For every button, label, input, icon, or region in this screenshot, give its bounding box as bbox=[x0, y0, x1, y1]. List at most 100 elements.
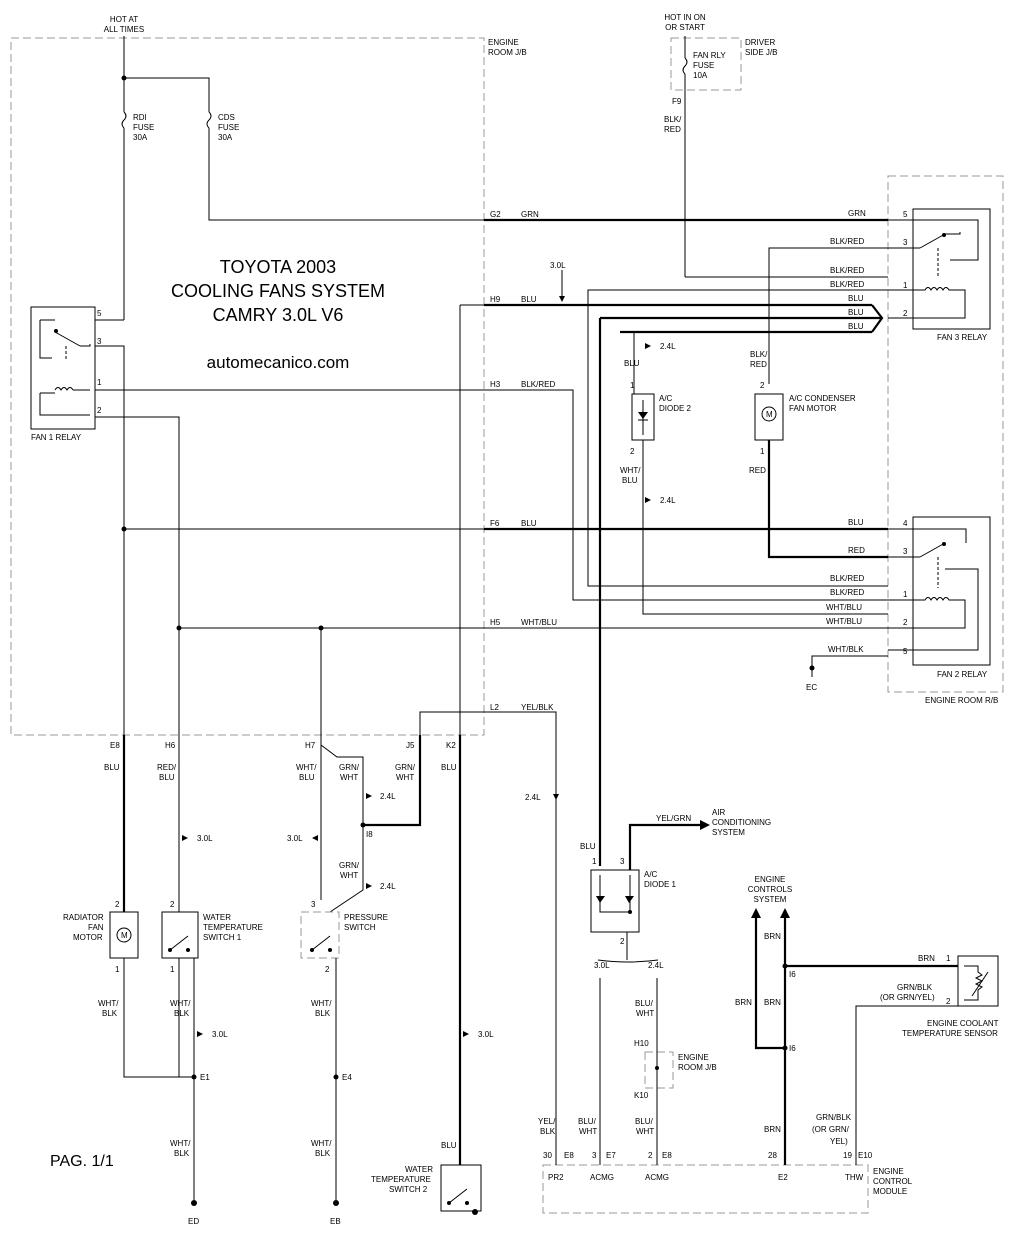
wire-blk-red-fan3-1b: BLK/RED bbox=[830, 280, 864, 289]
variant-24-p2: 2.4L bbox=[380, 882, 396, 891]
wire-wht-d2: WHT/ bbox=[620, 466, 641, 475]
ecm-box bbox=[542, 1164, 869, 1214]
wt1-label-1: WATER bbox=[203, 913, 231, 922]
ecm-conn-e8: E8 bbox=[564, 1151, 574, 1160]
wire-grn-blk-e10a: GRN/BLK bbox=[816, 1113, 852, 1122]
wire-wht-blu-h5: WHT/BLU bbox=[521, 618, 557, 627]
wire-grn-fan3: GRN bbox=[848, 209, 866, 218]
conn-e1: E1 bbox=[200, 1073, 210, 1082]
ecm-pin-28: 28 bbox=[768, 1151, 777, 1160]
conn-k10: K10 bbox=[634, 1091, 649, 1100]
conn-k2: K2 bbox=[446, 741, 456, 750]
wire-blu-f6: BLU bbox=[521, 519, 537, 528]
conn-e4: E4 bbox=[342, 1073, 352, 1082]
wt1-pin1: 1 bbox=[170, 965, 175, 974]
wire-yel-blk-l2: YEL/BLK bbox=[521, 703, 554, 712]
fan2-pin3: 3 bbox=[903, 547, 908, 556]
variant-30-wt1: 3.0L bbox=[197, 834, 213, 843]
radiator-label-3: MOTOR bbox=[73, 933, 103, 942]
ground-ed: ED bbox=[188, 1217, 199, 1226]
wire-wht-e4a: WHT/ bbox=[311, 1139, 332, 1148]
wt2-label-2: TEMPERATURE bbox=[371, 1175, 431, 1184]
fan2-relay bbox=[912, 516, 991, 666]
wire-or-grn-yel-ect: (OR GRN/YEL) bbox=[880, 993, 935, 1002]
wire-brn-3: BRN bbox=[764, 998, 781, 1007]
wire-blk-red-fan2-1b: BLK/RED bbox=[830, 588, 864, 597]
rdi-fuse-label-3: 30A bbox=[133, 133, 148, 142]
fan1-pin1: 1 bbox=[97, 378, 102, 387]
wire-blk-red-h3: BLK/RED bbox=[521, 380, 555, 389]
hot-in-on-label: HOT IN ON bbox=[664, 13, 705, 22]
d1-pin2: 2 bbox=[620, 937, 625, 946]
conn-i6a: I6 bbox=[789, 970, 796, 979]
fan2-relay-label: FAN 2 RELAY bbox=[937, 670, 988, 679]
conn-h10: H10 bbox=[634, 1039, 649, 1048]
variant-30-wt1b: 3.0L bbox=[212, 1030, 228, 1039]
wire-blu-fan3-2a: BLU bbox=[848, 294, 864, 303]
ect-label-2: TEMPERATURE SENSOR bbox=[902, 1029, 998, 1038]
d1-pin3: 3 bbox=[620, 857, 625, 866]
title-line-2: COOLING FANS SYSTEM bbox=[171, 281, 385, 301]
wire-blk-red-fan2-1a: BLK/RED bbox=[830, 574, 864, 583]
rad-pin2: 2 bbox=[115, 900, 120, 909]
conn-h7: H7 bbox=[305, 741, 316, 750]
ac-diode1-label-2: DIODE 1 bbox=[644, 880, 677, 889]
page-number: PAG. 1/1 bbox=[50, 1153, 114, 1170]
rdi-fuse-label-2: FUSE bbox=[133, 123, 154, 132]
air-cond-label-3: SYSTEM bbox=[712, 828, 745, 837]
ecm-pin-2: 2 bbox=[648, 1151, 653, 1160]
wire-blu-fan2-4: BLU bbox=[848, 518, 864, 527]
wire-blu-h9: BLU bbox=[521, 295, 537, 304]
cds-fuse-label-2: FUSE bbox=[218, 123, 239, 132]
fan3-pin5: 5 bbox=[903, 210, 908, 219]
fan2-pin5: 5 bbox=[903, 647, 908, 656]
conn-i6b: I6 bbox=[789, 1044, 796, 1053]
wt1-label-2: TEMPERATURE bbox=[203, 923, 263, 932]
conn-g2: G2 bbox=[490, 210, 501, 219]
wt1-label-3: SWITCH 1 bbox=[203, 933, 242, 942]
wire-blu-d2b: BLU bbox=[622, 476, 638, 485]
ac-diode2-label-2: DIODE 2 bbox=[659, 404, 692, 413]
engine-controls-label-1: ENGINE bbox=[755, 875, 786, 884]
ect-pin1: 1 bbox=[946, 954, 951, 963]
wire-brn-4: BRN bbox=[764, 1125, 781, 1134]
wire-blu-wht-e7b: WHT bbox=[579, 1127, 597, 1136]
cond-pin2: 2 bbox=[760, 381, 765, 390]
title-line-3: CAMRY 3.0L V6 bbox=[213, 305, 344, 325]
fan3-pin1: 1 bbox=[903, 281, 908, 290]
wire-yel-blk-b: BLK bbox=[540, 1127, 556, 1136]
small-jb-box bbox=[644, 1051, 674, 1089]
engine-room-rb-box bbox=[887, 175, 1004, 693]
water-temp-switch-2 bbox=[440, 1164, 482, 1212]
wire-wht-e1a: WHT/ bbox=[170, 1139, 191, 1148]
fan2-pin2: 2 bbox=[903, 618, 908, 627]
pressure-label-2: SWITCH bbox=[344, 923, 376, 932]
ect-pin2: 2 bbox=[946, 997, 951, 1006]
ecm-label-thw: THW bbox=[845, 1173, 864, 1182]
wire-wht-rad-a: WHT/ bbox=[98, 999, 119, 1008]
wire-brn-1: BRN bbox=[764, 932, 781, 941]
conn-h6: H6 bbox=[165, 741, 176, 750]
wt1-pin2: 2 bbox=[170, 900, 175, 909]
ecm-conn-e7: E7 bbox=[606, 1151, 616, 1160]
fan1-pin2: 2 bbox=[97, 406, 102, 415]
conn-h5: H5 bbox=[490, 618, 501, 627]
wire-brn-2: BRN bbox=[735, 998, 752, 1007]
air-cond-label-1: AIR bbox=[712, 808, 726, 817]
wire-wht-blk-fan2-5: WHT/BLK bbox=[828, 645, 864, 654]
fan-rly-fuse-label-1: FAN RLY bbox=[693, 51, 726, 60]
conn-l2: L2 bbox=[490, 703, 499, 712]
wire-grn-wht-2a: GRN/ bbox=[339, 861, 360, 870]
variant-24-d2: 2.4L bbox=[660, 342, 676, 351]
ecm-pin-19: 19 bbox=[843, 1151, 852, 1160]
engine-room-rb-label: ENGINE ROOM R/B bbox=[925, 696, 998, 705]
wire-blk-rad-b: BLK bbox=[102, 1009, 118, 1018]
wire-blk-red-f9b: RED bbox=[664, 125, 681, 134]
rad-motor-m: M bbox=[121, 931, 128, 940]
cds-fuse-label-1: CDS bbox=[218, 113, 235, 122]
d2-pin2: 2 bbox=[630, 447, 635, 456]
ground-ec: EC bbox=[806, 683, 817, 692]
pressure-switch bbox=[300, 911, 340, 959]
conn-f9: F9 bbox=[672, 97, 682, 106]
